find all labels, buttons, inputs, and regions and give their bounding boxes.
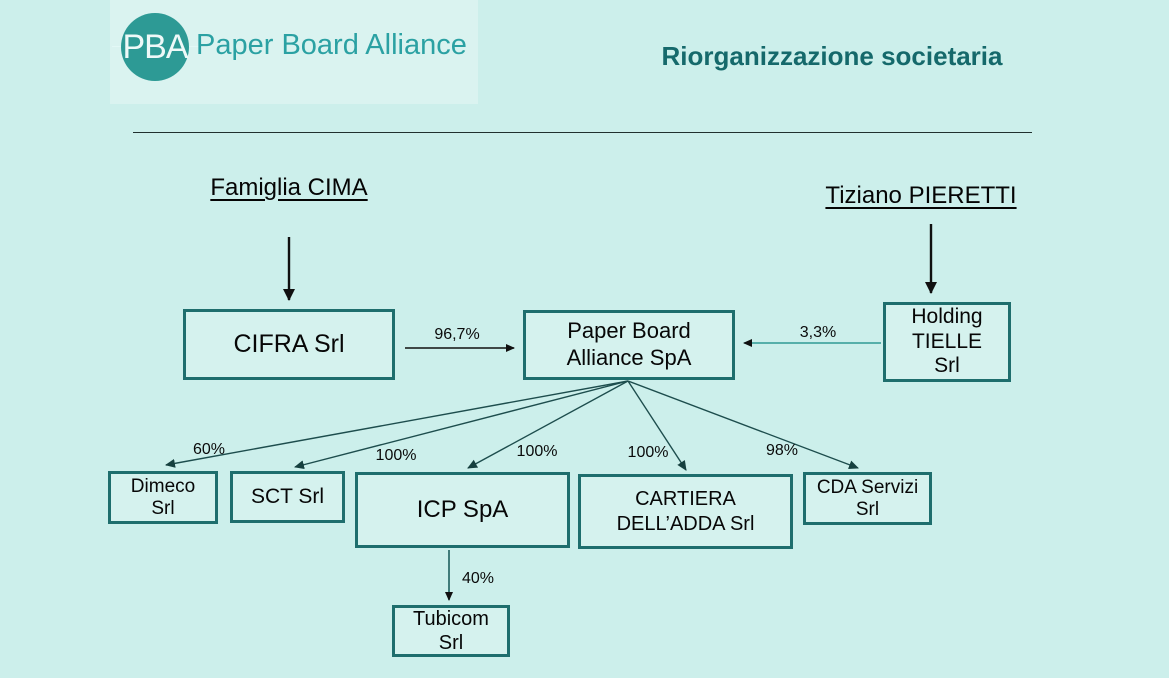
- node-tielle-label-line3: Srl: [934, 354, 960, 378]
- node-cda-servizi-srl: CDA Servizi Srl: [803, 472, 932, 525]
- node-cifra-srl: CIFRA Srl: [183, 309, 395, 380]
- node-icp-spa: ICP SpA: [355, 472, 570, 548]
- ownership-pba-to-dimeco: 60%: [192, 441, 226, 458]
- ownership-pba-to-cda: 98%: [765, 442, 799, 459]
- node-dimeco-label-line2: Srl: [151, 497, 175, 519]
- pba-logo-icon: PBA: [121, 13, 189, 81]
- page-title: Riorganizzazione societaria: [661, 41, 1003, 71]
- ownership-cifra-to-pba: 96,7%: [434, 326, 480, 343]
- node-cifra-label: CIFRA Srl: [233, 330, 345, 359]
- node-dimeco-srl: Dimeco Srl: [108, 471, 218, 524]
- node-icp-label: ICP SpA: [416, 496, 509, 524]
- ownership-pba-to-icp: 100%: [516, 443, 558, 460]
- node-tubicom-label-line1: Tubicom: [413, 608, 489, 630]
- ownership-tielle-to-pba: 3,3%: [799, 324, 837, 341]
- node-cda-label-line1: CDA Servizi: [816, 476, 919, 498]
- owner-famiglia-cima: Famiglia CIMA: [210, 174, 368, 201]
- node-sct-label: SCT Srl: [250, 485, 325, 509]
- node-sct-srl: SCT Srl: [230, 471, 345, 523]
- node-tielle-label-line2: TIELLE: [911, 329, 983, 353]
- node-cda-label-line2: Srl: [855, 498, 880, 520]
- node-pba-label-line2: Alliance SpA: [566, 345, 692, 370]
- node-pba-label-line1: Paper Board: [567, 318, 691, 344]
- node-tielle-label-line1: Holding: [911, 304, 983, 328]
- node-cartiera-dell-adda-srl: CARTIERA DELL’ADDA Srl: [578, 474, 793, 549]
- ownership-pba-to-cartiera: 100%: [627, 444, 669, 461]
- node-cartiera-label-line2: DELL’ADDA Srl: [616, 512, 755, 535]
- brand-name: Paper Board Alliance: [196, 29, 467, 61]
- arrow-pba-to-icp: [467, 380, 629, 469]
- node-tubicom-label-line2: Srl: [438, 632, 464, 654]
- header-divider: [133, 132, 1032, 133]
- node-paper-board-alliance-spa: Paper Board Alliance SpA: [523, 310, 735, 380]
- arrow-pba-to-cartiera: [627, 380, 687, 471]
- node-cartiera-label-line1: CARTIERA: [635, 488, 736, 511]
- node-tubicom-srl: Tubicom Srl: [392, 605, 510, 657]
- arrow-pba-to-sct: [294, 380, 629, 470]
- arrow-pba-to-cda: [627, 380, 859, 470]
- node-holding-tielle-srl: Holding TIELLE Srl: [883, 302, 1011, 382]
- arrow-pba-to-dimeco: [165, 380, 629, 468]
- node-dimeco-label-line1: Dimeco: [130, 475, 196, 497]
- owner-tiziano-pieretti: Tiziano PIERETTI: [825, 182, 1017, 209]
- ownership-pba-to-sct: 100%: [375, 447, 417, 464]
- ownership-icp-to-tubicom: 40%: [461, 570, 495, 587]
- pba-logo-abbr: PBA: [122, 27, 188, 66]
